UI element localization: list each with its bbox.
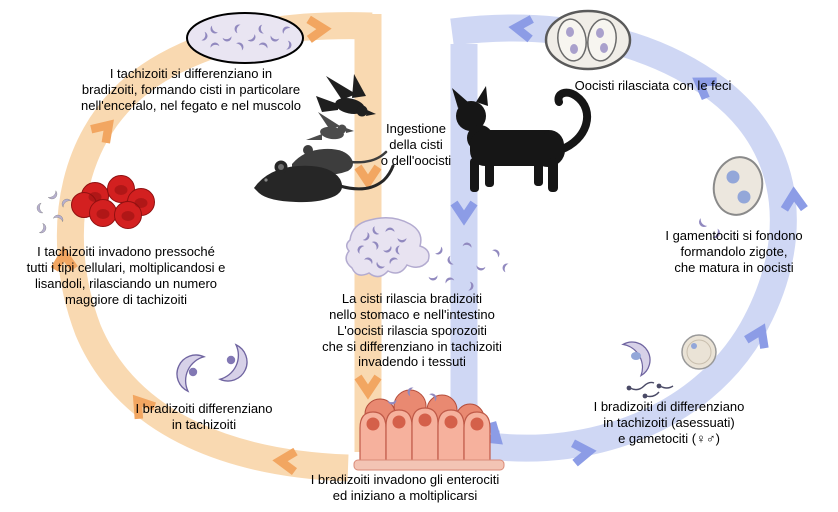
- ruptured-cyst-illustration: [345, 217, 509, 292]
- label-line: che si differenziano in tachizoiti: [322, 338, 502, 354]
- oocyst-feces-illustration: [544, 9, 632, 71]
- mice-icon: [254, 145, 395, 203]
- label-line: I gamentociti si fondono: [665, 228, 803, 243]
- cat-icon: [452, 86, 592, 192]
- label-ingestion: Ingestione della cisti o dell'oocisti: [369, 121, 463, 169]
- bradyzoites-illustration: [169, 343, 255, 393]
- label-line: bradizoiti, formando cisti in particolar…: [81, 81, 301, 97]
- label-line: Oocisti rilasciata con le feci: [574, 78, 732, 93]
- enterocytes-illustration: [353, 386, 505, 471]
- label-cyst-formation: I tachizoiti si differenziano in bradizo…: [65, 66, 317, 114]
- label-line: lisandoli, rilasciando un numero: [34, 275, 218, 291]
- label-line: I bradizoiti invadono gli enterociti: [310, 472, 500, 487]
- label-line: I bradizoiti differenziano: [135, 401, 273, 416]
- gametocytes-illustration: [622, 334, 717, 399]
- tissue-cyst-illustration: [186, 12, 304, 64]
- label-line: I tachizoiti si differenziano in: [109, 66, 273, 81]
- label-enterocytes-invasion: I bradizoiti invadono gli enterociti ed …: [295, 472, 515, 504]
- label-line: I tachizoiti invadono pressoché: [37, 244, 215, 259]
- label-line: che matura in oocisti: [674, 259, 794, 275]
- label-line: in tachizoiti (asessuati): [603, 414, 735, 430]
- label-cyst-release: La cisti rilascia bradizoiti nello stoma…: [300, 291, 524, 370]
- label-line: della cisti: [389, 136, 443, 152]
- male-gametes-icon: [626, 381, 674, 399]
- label-bradyzoites-gametocytes: I bradizoiti di differenziano in tachizo…: [578, 399, 760, 447]
- label-line: tutti i tipi cellulari, moltiplicandosi …: [26, 259, 226, 275]
- birds-icon: [306, 74, 376, 140]
- label-line: nello stomaco e nell'intestino: [329, 306, 495, 322]
- label-line: La cisti rilascia bradizoiti: [341, 291, 483, 306]
- label-line: Ingestione: [386, 121, 446, 136]
- zygote-oocyst-illustration: [696, 156, 764, 240]
- label-gametocytes-fuse: I gamentociti si fondono formandolo zigo…: [645, 228, 823, 276]
- label-line: nell'encefalo, nel fegato e nel muscolo: [80, 97, 302, 113]
- label-tachyzoites-invade: I tachizoiti invadono pressoché tutti i …: [6, 244, 246, 307]
- red-blood-cells-illustration: [35, 175, 155, 235]
- label-line: invadendo i tessuti: [358, 354, 466, 370]
- label-bradyzoites-differentiate: I bradizoiti differenziano in tachizoiti: [123, 401, 285, 433]
- label-line: I bradizoiti di differenziano: [593, 399, 745, 414]
- label-line: L'oocisti rilascia sporozoiti: [337, 322, 487, 338]
- label-line: in tachizoiti: [171, 416, 237, 432]
- label-oocyst-feces: Oocisti rilasciata con le feci: [553, 78, 753, 94]
- label-line: o dell'oocisti: [380, 152, 452, 168]
- label-line: maggiore di tachizoiti: [64, 291, 188, 307]
- label-line: formandolo zigote,: [680, 243, 788, 259]
- label-line: e gametociti (♀♂): [618, 430, 720, 446]
- label-line: ed iniziano a moltiplicarsi: [332, 487, 478, 503]
